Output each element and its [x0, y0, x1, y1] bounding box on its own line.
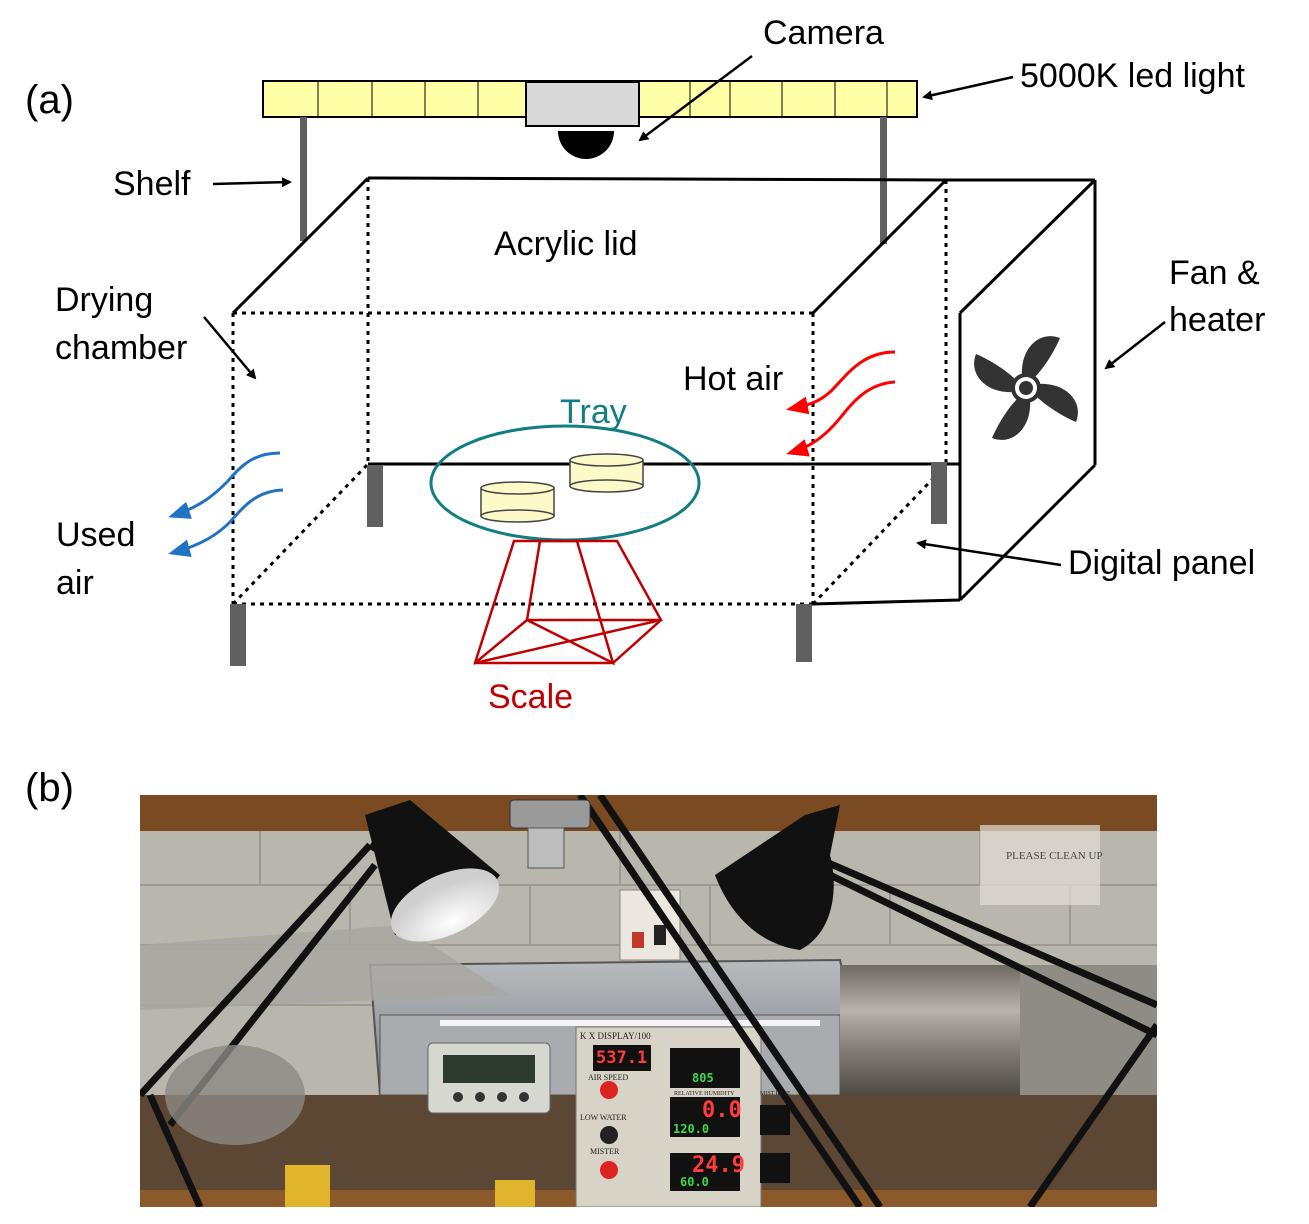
fan-heater-label-line1: Fan &	[1169, 254, 1260, 292]
led-light-label: 5000K led light	[1020, 57, 1245, 95]
panel-b-letter: (b)	[25, 766, 74, 810]
panel-a-letter: (a)	[25, 78, 74, 122]
mister-label: MISTER	[590, 1147, 620, 1156]
photo-illustration	[137, 793, 1160, 1210]
temperature-set-readout: 60.0	[680, 1175, 709, 1189]
fan-icon	[974, 336, 1078, 440]
drying-chamber-label-line2: chamber	[55, 329, 188, 367]
hot-air-label: Hot air	[683, 360, 784, 398]
control-panel-title: K X DISPLAY/100	[580, 1031, 651, 1041]
humidity-readout: 0.0	[702, 1098, 742, 1123]
sign-text: PLEASE CLEAN UP	[1006, 850, 1103, 862]
scale-label: Scale	[488, 678, 574, 716]
chamber-legs	[230, 462, 947, 666]
camera-label: Camera	[763, 14, 884, 52]
used-air-label-line2: air	[56, 564, 94, 602]
relative-humidity-label: RELATIVE HUMIDITY	[674, 1091, 735, 1097]
apparatus-photo: PLEASE CLEAN UP K X DISPLAY/100 537.1 AI…	[137, 793, 1160, 1210]
tray	[429, 424, 701, 542]
mist-rate-label: MIST RATE	[760, 1091, 791, 1097]
sample-dish-right	[569, 453, 644, 493]
drying-chamber-label-line1: Drying	[55, 281, 154, 319]
sample-dish-left	[480, 481, 555, 523]
fan-heater-label-line2: heater	[1169, 301, 1266, 339]
shelf-support-left	[300, 117, 307, 241]
used-air-label-line1: Used	[56, 516, 136, 554]
low-water-label: LOW WATER	[580, 1113, 627, 1122]
air-speed-readout: 537.1	[596, 1048, 648, 1068]
digital-panel-label: Digital panel	[1068, 544, 1256, 582]
tray-label: Tray	[560, 393, 627, 431]
scale	[473, 539, 663, 666]
shelf-label: Shelf	[113, 165, 191, 203]
apparatus-diagram	[168, 55, 1166, 666]
label-pointers	[203, 55, 1166, 567]
air-speed-label: AIR SPEED	[588, 1073, 629, 1082]
acrylic-lid-label: Acrylic lid	[494, 225, 638, 263]
hot-air-arrows	[786, 350, 896, 457]
drying-chamber-box	[231, 176, 1097, 606]
temperature-readout: 24.9	[692, 1153, 745, 1178]
camera	[525, 81, 640, 159]
top-right-readout: 805	[692, 1071, 714, 1085]
humidity-set-readout: 120.0	[673, 1122, 710, 1136]
used-air-arrows	[168, 451, 284, 558]
